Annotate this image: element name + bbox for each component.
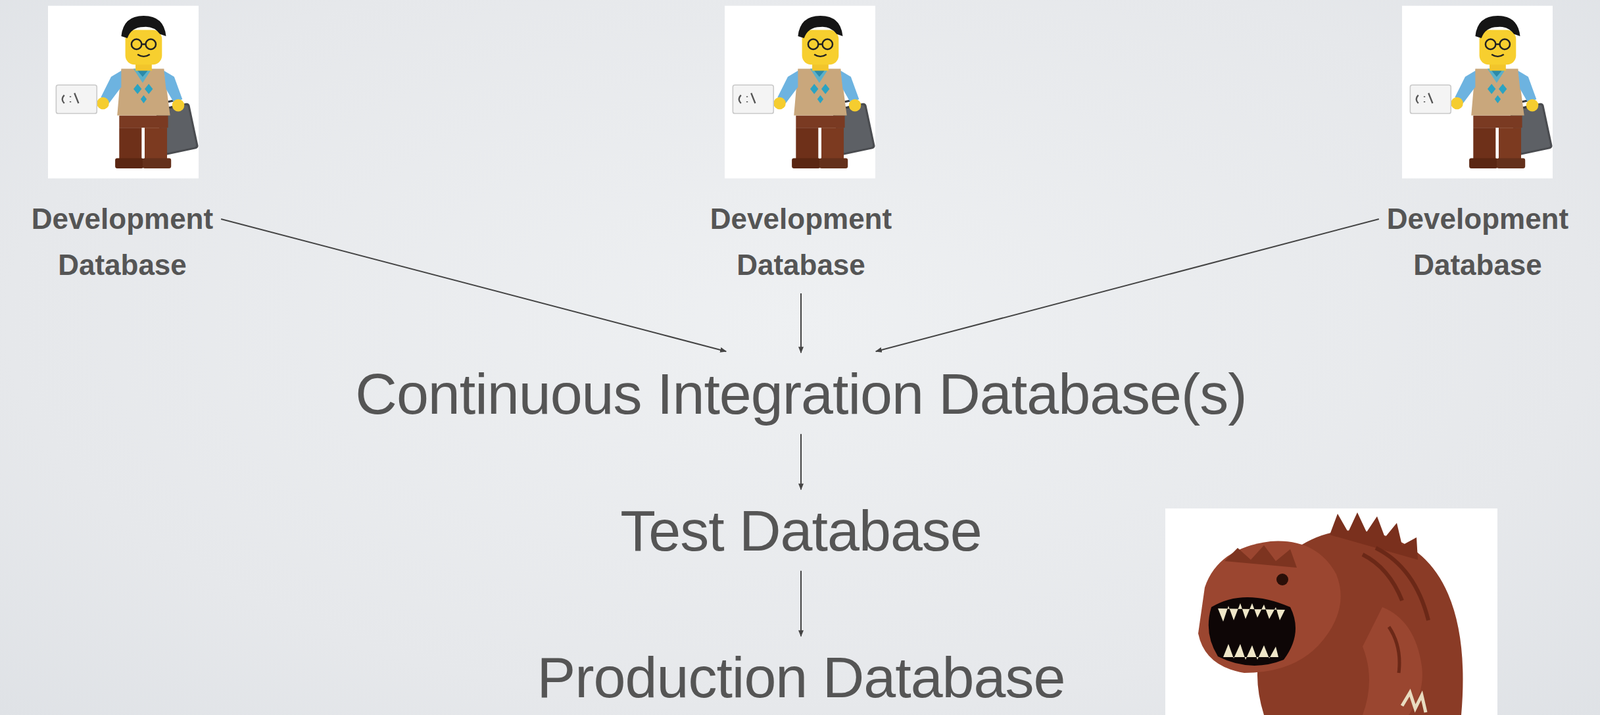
flow-arrow: [800, 434, 802, 490]
developer-figure: [724, 5, 876, 179]
database-label: Development Database: [710, 195, 892, 289]
database-stage: Test Database: [620, 495, 982, 566]
database-stage: Production Database: [537, 642, 1066, 713]
node-text: Development Database: [31, 195, 214, 289]
node-text: Test Database: [620, 495, 982, 566]
flow-arrow: [800, 570, 802, 636]
node-text: Development Database: [1386, 195, 1569, 289]
developer-figure-use: [48, 5, 199, 179]
database-stage: Continuous Integration Database(s): [355, 359, 1247, 429]
flow-arrow: [800, 293, 802, 353]
node-text: Production Database: [537, 642, 1066, 713]
flow-arrow: [220, 218, 727, 352]
developer-figure-use: [724, 5, 876, 179]
database-label: Development Database: [31, 195, 214, 289]
database-label: Development Database: [1386, 195, 1569, 289]
rancor-monster: [1165, 508, 1498, 715]
developer-figure: [1402, 5, 1553, 179]
developer-figure-use: [1402, 5, 1553, 179]
developer-figure: [48, 5, 199, 179]
node-text: Continuous Integration Database(s): [355, 359, 1247, 429]
flow-arrow: [875, 218, 1380, 352]
node-text: Development Database: [710, 195, 892, 289]
